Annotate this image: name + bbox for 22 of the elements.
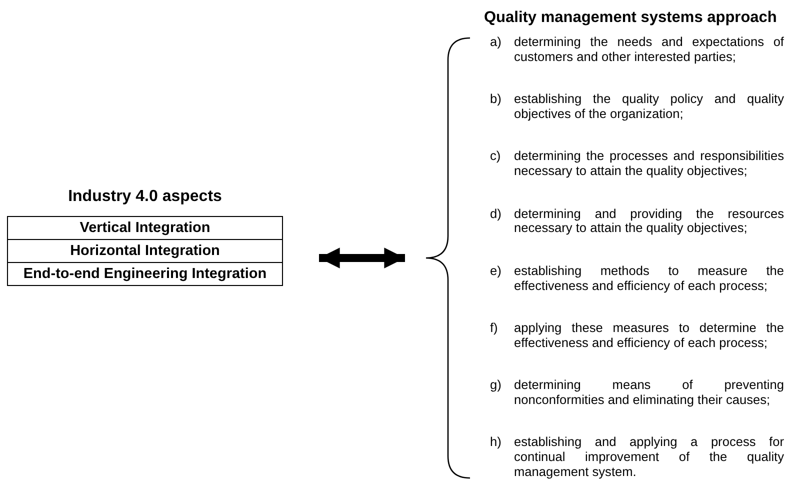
item-letter: d) bbox=[490, 206, 502, 222]
list-item-text: establishing and applying a process for continual improvement of the quality management system. bbox=[514, 435, 784, 480]
list-item-text: determining the processes and responsibilities necessary to attain the quality objectives; bbox=[514, 149, 784, 179]
item-letter: b) bbox=[490, 92, 502, 107]
section-heading: Industry 4.0 aspects bbox=[67, 188, 223, 206]
table-row: End-to-end Engineering Integration bbox=[7, 262, 283, 286]
list-item-text: determining the needs and expectations of customers and other interested parties; bbox=[514, 35, 784, 65]
list-item-text: determining means of preventing nonconformities and eliminating their causes; bbox=[514, 378, 784, 408]
item-letter: f) bbox=[490, 321, 498, 336]
item-letter: e) bbox=[490, 264, 502, 279]
list-item-text: establishing methods to measure the effectiveness and efficiency of each process; bbox=[514, 264, 784, 294]
list-item-text: determining and providing the resources necessary to attain the quality objectives; bbox=[514, 206, 784, 236]
table-row: Horizontal Integration bbox=[7, 239, 283, 263]
item-letter: c) bbox=[490, 149, 501, 164]
section-heading: Quality management systems approach bbox=[484, 9, 777, 27]
item-letter: a) bbox=[490, 35, 502, 50]
list-item-text: applying these measures to determine the effectiveness and efficiency of each process; bbox=[514, 321, 784, 351]
item-letter: h) bbox=[490, 435, 502, 450]
table-row: Vertical Integration bbox=[7, 216, 283, 240]
item-letter: g) bbox=[490, 378, 502, 393]
double-arrow bbox=[319, 248, 405, 268]
list-item-text: establishing the quality policy and quality objectives of the organization; bbox=[514, 92, 784, 122]
